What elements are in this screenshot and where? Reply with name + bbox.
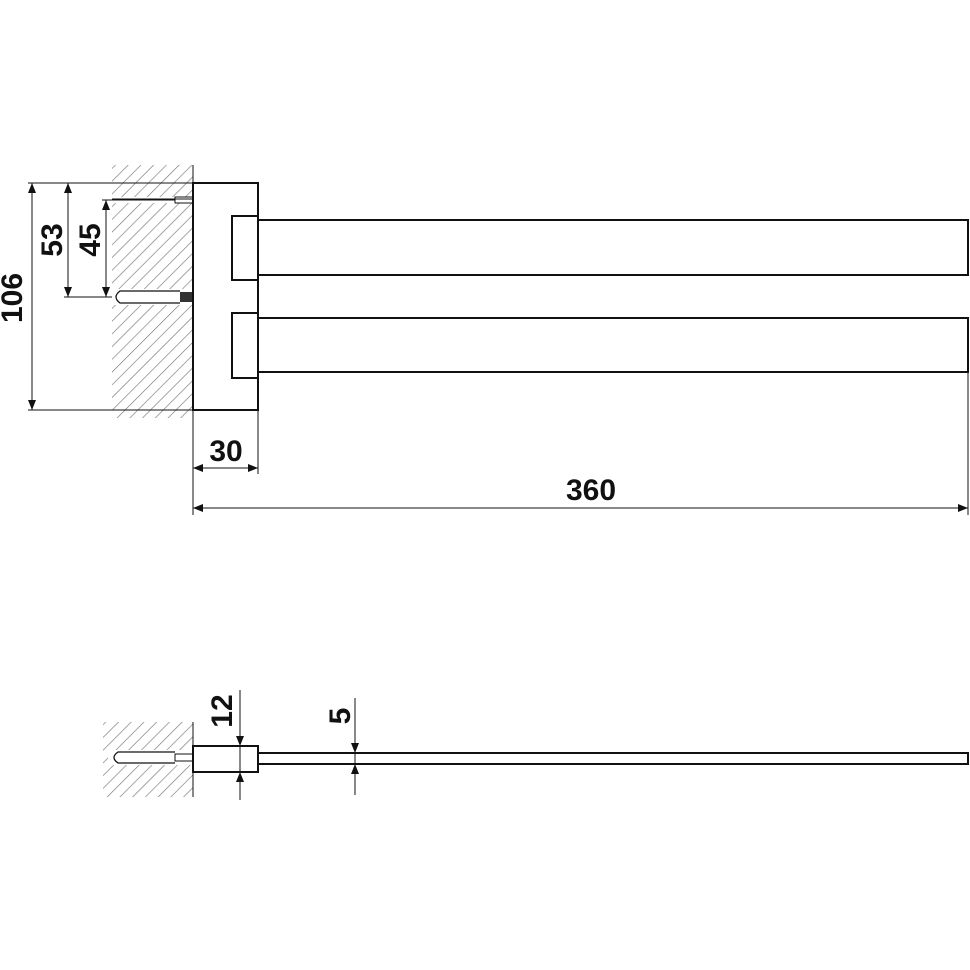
upper-bar [257,219,969,276]
top-view: 106 53 45 30 360 [0,165,969,515]
dim-label-12: 12 [206,694,239,727]
side-screw [108,750,194,765]
dim-label-106: 106 [0,273,29,323]
dim-label-5: 5 [324,708,357,725]
dim-label-360: 360 [566,474,616,507]
side-bar [257,752,969,765]
side-view: 12 5 [103,690,969,800]
base-block [192,182,259,411]
lower-bar-pivot [231,312,259,379]
lower-bar [257,317,969,373]
dim-label-30: 30 [209,435,242,468]
lower-screw [110,289,193,305]
dim-label-53: 53 [36,223,69,256]
side-base-block [192,745,259,773]
upper-bar-pivot [231,215,259,281]
dim-label-45: 45 [74,223,107,256]
